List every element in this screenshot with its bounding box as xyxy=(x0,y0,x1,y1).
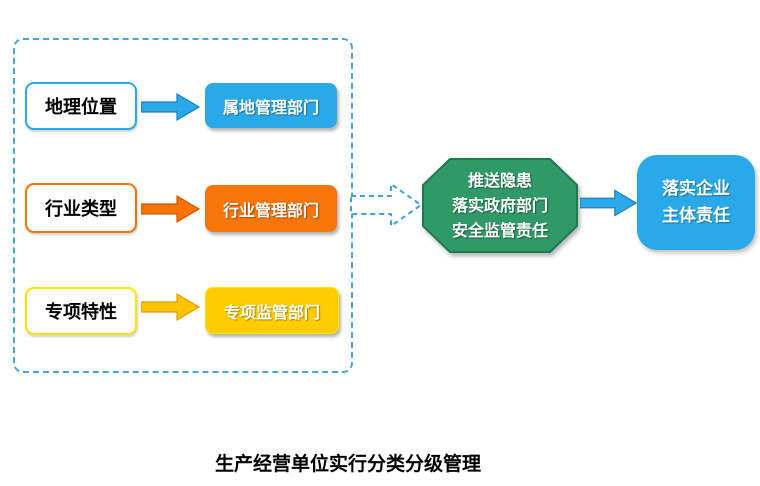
octagon-shape xyxy=(422,158,578,253)
dept-box-territorial-label: 属地管理部门 xyxy=(222,97,319,117)
result-box-line-2: 主体责任 xyxy=(662,205,730,226)
result-box-line-1: 落实企业 xyxy=(662,178,730,199)
dept-box-special-supervision-label: 专项监管部门 xyxy=(223,302,320,322)
source-box-special-label: 专项特性 xyxy=(45,302,117,323)
arrow-right-blue-icon xyxy=(141,92,201,122)
dept-box-territorial: 属地管理部门 xyxy=(205,83,337,128)
result-box-enterprise-responsibility: 落实企业 主体责任 xyxy=(637,155,755,250)
arrow-right-orange-icon xyxy=(141,194,201,224)
diagram-caption: 生产经营单位实行分类分级管理 xyxy=(214,453,481,475)
octagon-line-3: 安全监管责任 xyxy=(451,221,548,240)
source-box-industry: 行业类型 xyxy=(25,183,137,233)
source-box-special: 专项特性 xyxy=(25,287,137,335)
octagon-line-2: 落实政府部门 xyxy=(451,196,548,215)
dashed-hollow-arrow-icon xyxy=(350,183,422,227)
octagon-line-1: 推送隐患 xyxy=(467,171,532,190)
source-box-geography-label: 地理位置 xyxy=(45,97,117,118)
arrow-right-yellow-icon xyxy=(141,292,201,322)
source-box-geography: 地理位置 xyxy=(25,82,137,130)
source-box-industry-label: 行业类型 xyxy=(45,199,117,220)
dept-box-industry-label: 行业管理部门 xyxy=(222,200,319,220)
dept-box-industry: 行业管理部门 xyxy=(205,185,337,232)
dept-box-special-supervision: 专项监管部门 xyxy=(205,287,339,334)
octagon-text: 推送隐患 落实政府部门 安全监管责任 xyxy=(422,158,578,253)
arrow-right-blue-final-icon xyxy=(580,189,638,217)
